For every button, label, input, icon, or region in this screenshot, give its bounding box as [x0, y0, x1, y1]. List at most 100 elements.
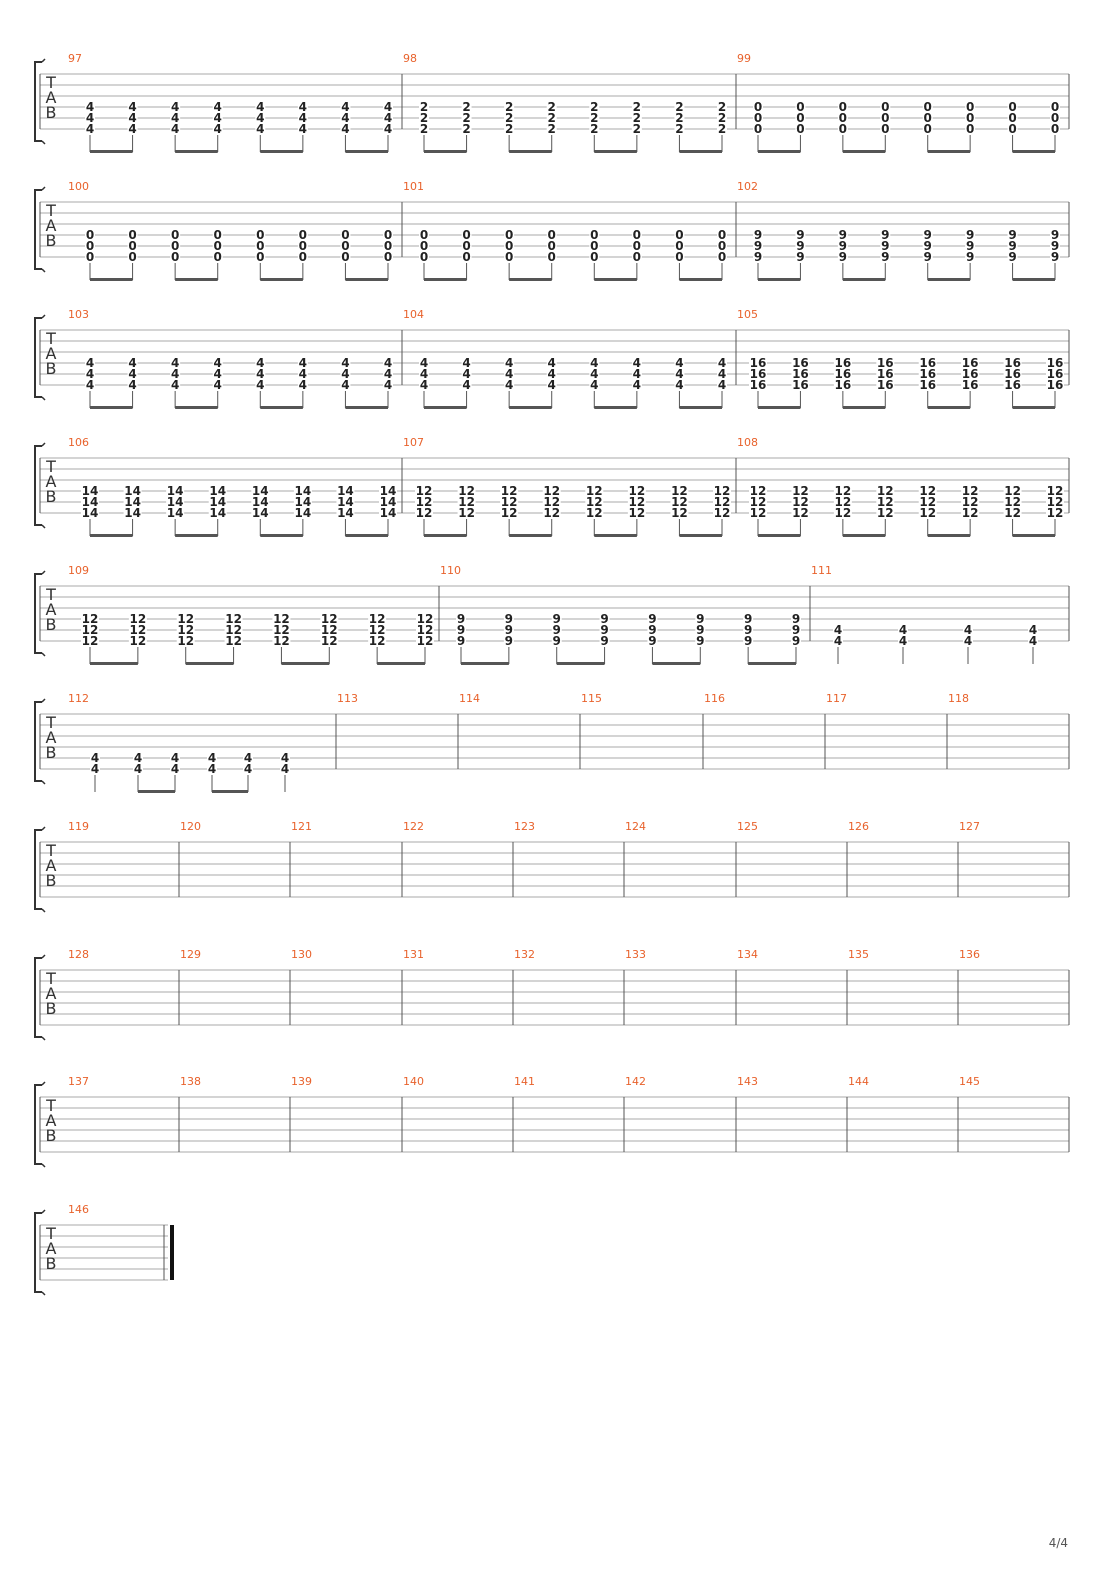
fret-bg [965, 229, 976, 240]
fret-bg [589, 379, 600, 390]
fret-number: 4 [341, 100, 349, 114]
fret-bg [255, 368, 266, 379]
fret-bg [631, 229, 642, 240]
measure-number: 97 [68, 52, 82, 65]
beam [927, 150, 971, 153]
fret-number: 2 [420, 100, 428, 114]
fret-bg [81, 635, 99, 646]
fret-number: 9 [1051, 250, 1059, 264]
fret-bg [123, 485, 142, 496]
fret-bg [251, 485, 270, 496]
fret-number: 4 [420, 367, 428, 381]
fret-number: 2 [590, 111, 598, 125]
fret-bg [833, 357, 852, 368]
system-bracket [34, 61, 42, 142]
fret-number: 0 [718, 228, 726, 242]
fret-bg [674, 357, 685, 368]
fret-number: 16 [792, 367, 809, 381]
beam [594, 534, 637, 537]
fret-bg [336, 485, 355, 496]
fret-number: 2 [505, 122, 513, 136]
fret-bg [383, 379, 393, 390]
fret-bg [674, 112, 685, 123]
fret-number: 0 [214, 250, 222, 264]
fret-bg [743, 624, 754, 635]
fret-bg [795, 123, 806, 134]
measure-number: 115 [581, 692, 602, 705]
fret-bg [90, 752, 100, 763]
system-bracket [34, 1212, 42, 1293]
fret-bg [963, 624, 973, 635]
fret-number: 0 [718, 239, 726, 253]
fret-bg [379, 496, 397, 507]
fret-number: 4 [718, 378, 726, 392]
fret-bg [589, 251, 600, 262]
fret-number: 4 [214, 100, 222, 114]
fret-number: 4 [208, 762, 216, 776]
tab-clef-letter: T [45, 1096, 56, 1115]
fret-bg [127, 240, 138, 251]
fret-bg [280, 752, 290, 763]
fret-number: 9 [1008, 239, 1016, 253]
tab-clef-letter: T [45, 713, 56, 732]
fret-bg [456, 613, 466, 624]
fret-number: 0 [505, 239, 513, 253]
fret-number: 0 [171, 228, 179, 242]
fret-number: 12 [416, 484, 433, 498]
fret-bg [170, 357, 181, 368]
fret-bg [127, 101, 138, 112]
fret-bg [542, 496, 561, 507]
fret-number: 12 [82, 623, 99, 637]
fret-bg [833, 507, 852, 518]
fret-number: 12 [586, 484, 603, 498]
fret-number: 12 [273, 612, 290, 626]
fret-number: 2 [505, 111, 513, 125]
fret-number: 12 [369, 634, 386, 648]
beam [345, 406, 388, 409]
bracket-hook [41, 268, 46, 273]
fret-bg [833, 496, 852, 507]
bracket-hook [41, 570, 46, 575]
fret-bg [1007, 101, 1018, 112]
beam [927, 406, 971, 409]
fret-number: 0 [924, 111, 932, 125]
fret-number: 12 [629, 495, 646, 509]
fret-number: 4 [590, 367, 598, 381]
fret-number: 4 [590, 356, 598, 370]
fret-number: 0 [1051, 122, 1059, 136]
fret-bg [717, 112, 727, 123]
fret-bg [419, 101, 429, 112]
fret-number: 2 [505, 100, 513, 114]
bracket-hook [41, 140, 46, 145]
fret-number: 12 [629, 506, 646, 520]
fret-number: 0 [796, 111, 804, 125]
fret-number: 12 [671, 506, 688, 520]
system-bracket [34, 445, 42, 526]
fret-bg [876, 368, 895, 379]
fret-number: 9 [696, 634, 704, 648]
fret-number: 9 [1051, 228, 1059, 242]
fret-bg [461, 101, 472, 112]
fret-number: 9 [754, 250, 762, 264]
fret-bg [965, 251, 976, 262]
fret-number: 4 [299, 378, 307, 392]
fret-bg [419, 229, 429, 240]
fret-bg [1003, 496, 1022, 507]
fret-number: 4 [214, 122, 222, 136]
fret-bg [368, 635, 387, 646]
fret-number: 4 [633, 367, 641, 381]
fret-number: 12 [273, 623, 290, 637]
fret-number: 16 [877, 378, 894, 392]
fret-bg [749, 357, 767, 368]
fret-bg [880, 112, 891, 123]
fret-bg [85, 251, 95, 262]
fret-number: 12 [586, 495, 603, 509]
fret-number: 4 [256, 378, 264, 392]
fret-number: 9 [457, 634, 465, 648]
fret-number: 4 [86, 122, 94, 136]
fret-bg [170, 763, 180, 774]
fret-bg [255, 112, 266, 123]
bracket-hook [41, 908, 46, 913]
fret-bg [717, 101, 727, 112]
beam [212, 790, 248, 793]
